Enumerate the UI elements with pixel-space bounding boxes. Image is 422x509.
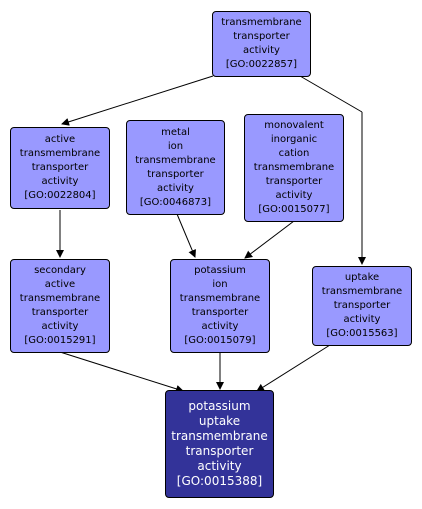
edge-go0015563-to-go0015388 <box>256 344 331 392</box>
node-label: potassium uptake transmembrane transport… <box>171 399 268 488</box>
node-label: monovalent inorganic cation transmembran… <box>253 120 335 215</box>
node-label: metal ion transmembrane transporter acti… <box>135 126 216 208</box>
node-go0015563[interactable]: uptake transmembrane transporter activit… <box>312 266 412 346</box>
node-label: uptake transmembrane transporter activit… <box>321 272 403 339</box>
node-label: active transmembrane transporter activit… <box>19 134 101 201</box>
node-go0022804[interactable]: active transmembrane transporter activit… <box>10 127 110 209</box>
node-go0015077[interactable]: monovalent inorganic cation transmembran… <box>244 114 344 222</box>
node-go0015079[interactable]: potassium ion transmembrane transporter … <box>170 259 270 353</box>
node-go0046873[interactable]: metal ion transmembrane transporter acti… <box>126 120 225 215</box>
node-go0015291[interactable]: secondary active transmembrane transport… <box>10 259 110 353</box>
node-label: secondary active transmembrane transport… <box>19 265 101 346</box>
edge-go0015291-to-go0015388 <box>59 351 184 393</box>
node-go0022857[interactable]: transmembrane transporter activity [GO:0… <box>212 11 311 77</box>
node-label: potassium ion transmembrane transporter … <box>179 265 261 346</box>
edge-go0046873-to-go0015079 <box>176 213 196 258</box>
node-label: transmembrane transporter activity [GO:0… <box>221 17 302 70</box>
edge-go0022857-to-go0015563 <box>299 75 363 113</box>
edge-go0022857-to-go0022804 <box>61 75 214 126</box>
edge-go0015077-to-go0015079 <box>244 220 295 259</box>
node-go0015388[interactable]: potassium uptake transmembrane transport… <box>165 390 274 498</box>
